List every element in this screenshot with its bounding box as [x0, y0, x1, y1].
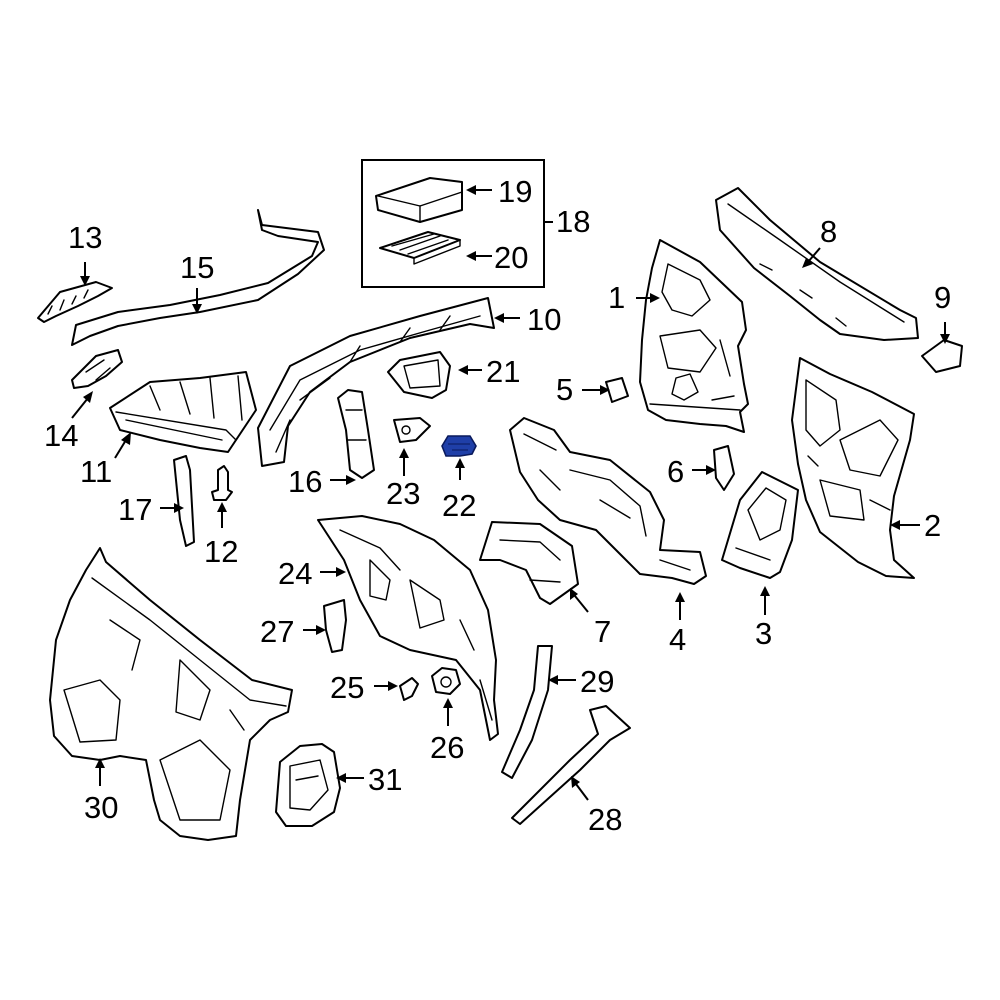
part-27-bracket[interactable] [323, 599, 347, 653]
callout-29: 29 [580, 664, 614, 699]
part-22-bracket-highlighted[interactable] [441, 435, 477, 457]
part-10-rail[interactable] [257, 297, 495, 467]
callout-14: 14 [44, 418, 78, 453]
part-12-push-pin[interactable] [211, 465, 233, 501]
part-17-strip[interactable] [173, 455, 195, 547]
callout-27: 27 [260, 614, 294, 649]
part-15-bar[interactable] [71, 209, 325, 346]
part-25-fastener[interactable] [399, 677, 419, 701]
callout-4: 4 [669, 622, 686, 657]
callout-17: 17 [118, 492, 152, 527]
callout-7: 7 [594, 614, 611, 649]
callout-6: 6 [667, 454, 684, 489]
callout-16: 16 [288, 464, 322, 499]
part-21-bracket[interactable] [387, 351, 451, 399]
part-6-bracket[interactable] [713, 445, 735, 491]
callout-19: 19 [498, 174, 532, 209]
part-11-cowl-panel[interactable] [109, 371, 257, 453]
part-7-panel[interactable] [479, 521, 579, 605]
part-31-panel[interactable] [275, 743, 341, 827]
part-3-panel[interactable] [721, 471, 799, 579]
part-20-cabin-filter[interactable] [379, 231, 461, 265]
callout-22: 22 [442, 488, 476, 523]
part-5-bracket[interactable] [605, 377, 629, 403]
leader-lines [71, 185, 950, 801]
part-16-pillar[interactable] [337, 389, 375, 479]
part-13-bracket[interactable] [37, 281, 113, 323]
callout-5: 5 [556, 372, 573, 407]
callout-24: 24 [278, 556, 312, 591]
part-2-panel[interactable] [791, 357, 915, 579]
part-30-firewall[interactable] [49, 547, 293, 841]
part-14-bracket[interactable] [71, 349, 123, 389]
callout-30: 30 [84, 790, 118, 825]
callout-20: 20 [494, 240, 528, 275]
callout-8: 8 [820, 214, 837, 249]
part-9-bracket[interactable] [921, 339, 963, 373]
callout-31: 31 [368, 762, 402, 797]
callout-1: 1 [608, 280, 625, 315]
callout-10: 10 [527, 302, 561, 337]
part-23-bracket[interactable] [393, 417, 431, 443]
callout-25: 25 [330, 670, 364, 705]
callout-2: 2 [924, 508, 941, 543]
part-4-frame[interactable] [509, 417, 707, 585]
part-19-filter-housing[interactable] [375, 177, 463, 223]
callout-15: 15 [180, 250, 214, 285]
callout-21: 21 [486, 354, 520, 389]
callout-3: 3 [755, 616, 772, 651]
part-26-nut[interactable] [431, 667, 461, 695]
callout-labels: 1 2 3 4 5 6 7 8 9 10 11 12 13 14 15 16 1… [44, 174, 951, 837]
part-28-brace[interactable] [511, 705, 631, 825]
callout-11: 11 [80, 454, 112, 489]
callout-9: 9 [934, 280, 951, 315]
callout-18: 18 [556, 204, 590, 239]
part-24-panel[interactable] [317, 515, 499, 741]
callout-28: 28 [588, 802, 622, 837]
part-8-crossmember[interactable] [715, 187, 919, 341]
part-29-strut[interactable] [501, 645, 553, 779]
callout-12: 12 [204, 534, 238, 569]
callout-26: 26 [430, 730, 464, 765]
callout-23: 23 [386, 476, 420, 511]
part-1-panel[interactable] [639, 239, 749, 433]
callout-13: 13 [68, 220, 102, 255]
